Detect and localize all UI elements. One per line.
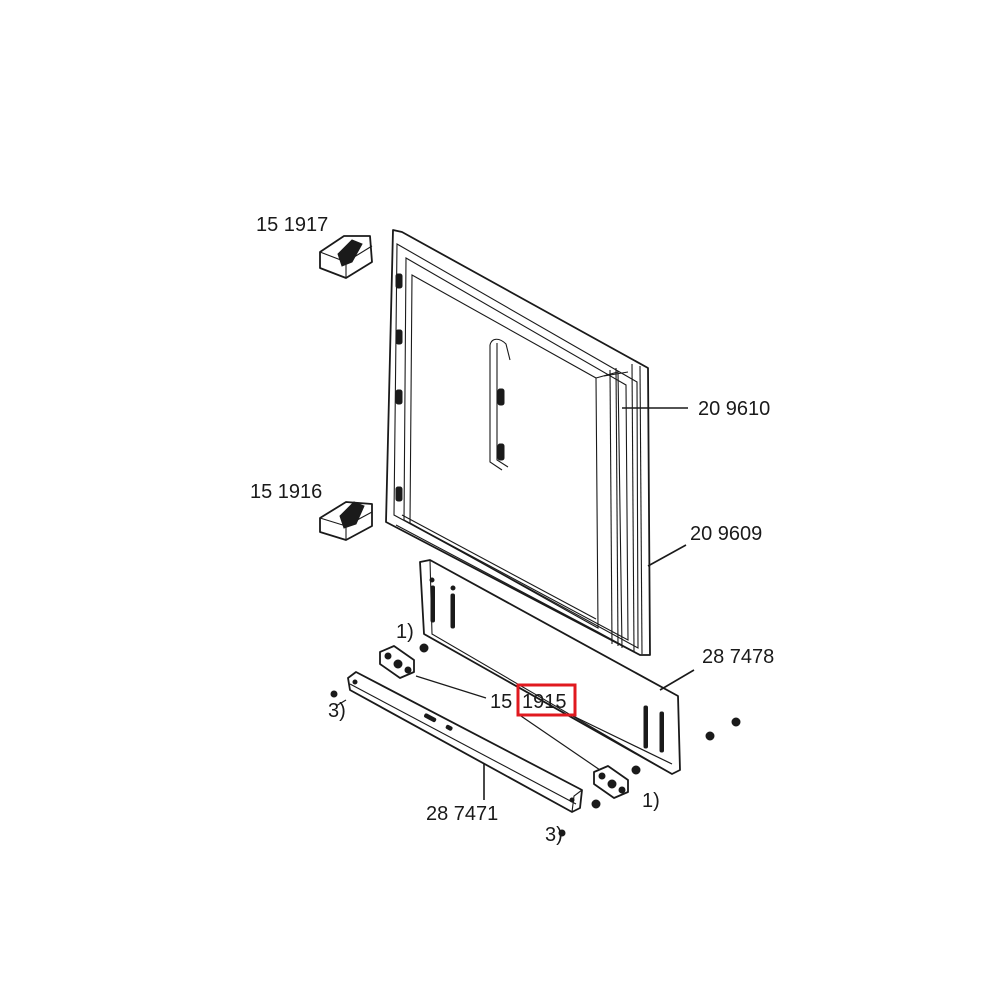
label-151915-prefix: 15 xyxy=(490,691,512,713)
highlight-box xyxy=(516,683,577,717)
hinge-bracket-left xyxy=(379,645,415,679)
label-151915-suffix: 1915 xyxy=(522,691,567,713)
label-209609: 20 9609 xyxy=(690,523,762,545)
label-287478: 28 7478 xyxy=(702,646,774,668)
label-151916: 15 1916 xyxy=(250,481,322,503)
leader-lines xyxy=(335,407,695,800)
screw-icon xyxy=(330,643,741,837)
mounting-plate xyxy=(419,559,681,775)
note-1-left: 1) xyxy=(396,621,414,643)
label-287471: 28 7471 xyxy=(426,803,498,825)
label-209610: 20 9610 xyxy=(698,398,770,420)
note-3-left: 3) xyxy=(328,700,346,722)
note-1-right: 1) xyxy=(642,790,660,812)
hinge-bracket-right xyxy=(593,765,629,799)
label-151917: 15 1917 xyxy=(256,214,328,236)
hinge-clip-bottom xyxy=(319,501,373,541)
hinge-clip-top xyxy=(319,235,373,279)
note-3-bottom: 3) xyxy=(545,824,563,846)
door-panel xyxy=(385,229,651,656)
bracket-bar xyxy=(347,671,583,813)
